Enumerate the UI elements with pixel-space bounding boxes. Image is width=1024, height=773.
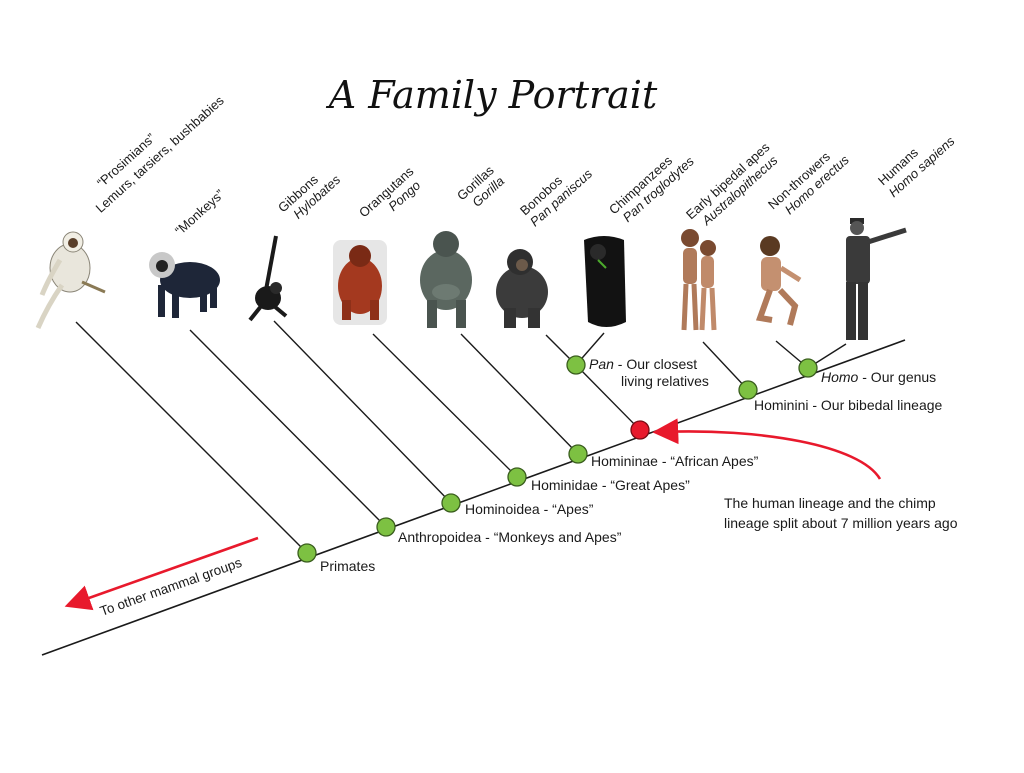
split-note-line2: lineage split about 7 million years ago: [724, 515, 958, 531]
taxon-label-prosimians: “Prosimians” Lemurs, tarsiers, bushbabie…: [93, 92, 227, 215]
node-pan: [566, 355, 586, 375]
node-hominini: [738, 380, 758, 400]
bonobo-icon: [496, 249, 548, 328]
label-homininae: Homininae - “African Apes”: [591, 453, 759, 469]
node-markers: [297, 355, 818, 563]
label-hominoidea: Hominoidea - “Apes”: [465, 501, 594, 517]
taxon-label-bonobos: Bonobos Pan paniscus: [517, 166, 595, 230]
label-homo: Homo - Our genus: [821, 369, 936, 385]
branch-monkeys: [189, 329, 387, 528]
label-pan: Pan - Our closest: [589, 356, 697, 372]
page-title: A Family Portrait: [326, 73, 658, 117]
label-primates: Primates: [320, 558, 375, 574]
split-note-line1: The human lineage and the chimp: [724, 495, 936, 511]
chimpanzee-icon: [584, 236, 626, 327]
taxon-label-early-bipedal: Early bipedal apes Australopithecus: [683, 139, 781, 229]
gorilla-icon: [420, 231, 472, 328]
label-anthropoidea: Anthropoidea - “Monkeys and Apes”: [398, 529, 622, 545]
taxon-common: “Monkeys”: [172, 186, 227, 238]
homo-erectus-icon: [755, 236, 802, 326]
node-primates: [297, 543, 317, 563]
branch-pan-stem: [575, 364, 641, 431]
node-homo: [798, 358, 818, 378]
taxon-label-non-throwers: Non-throwers Homo erectus: [765, 149, 852, 218]
taxon-label-orangutans: Orangutans Pongo: [356, 163, 423, 220]
branch-orangutans: [372, 333, 518, 478]
label-homo-desc: - Our genus: [858, 369, 936, 385]
node-split: [630, 420, 650, 440]
node-homininae: [568, 444, 588, 464]
node-anthropoidea: [376, 517, 396, 537]
lemur-icon: [35, 231, 106, 329]
node-labels: Primates Anthropoidea - “Monkeys and Ape…: [320, 356, 943, 574]
label-homo-genus: Homo: [821, 369, 859, 385]
label-hominidae: Hominidae - “Great Apes”: [531, 477, 690, 493]
node-hominoidea: [441, 493, 461, 513]
branch-early-bipedal: [702, 341, 749, 391]
gibbon-icon: [248, 235, 288, 322]
label-pan-genus: Pan: [589, 356, 614, 372]
label-hominini: Hominini - Our bibedal lineage: [754, 397, 943, 413]
branch-gorillas: [460, 333, 579, 455]
taxon-label-gibbons: Gibbons Hylobates: [275, 171, 344, 221]
taxon-label-monkeys: “Monkeys”: [172, 186, 227, 238]
label-pan-line2: living relatives: [621, 373, 709, 389]
orangutan-icon: [333, 240, 387, 325]
taxon-label-gorillas: Gorillas Gorilla: [454, 162, 507, 209]
taxon-label-humans: Humans Homo sapiens: [875, 133, 958, 200]
branch-gibbons: [273, 320, 452, 504]
monkey-icon: [149, 252, 220, 318]
split-arrow: [652, 418, 882, 480]
human-icon: [846, 218, 907, 340]
taxon-label-chimpanzees: Chimpanzees Pan troglodytes: [606, 153, 697, 225]
branch-prosimians: [75, 321, 308, 554]
other-groups-arrow: [64, 536, 259, 611]
node-hominidae: [507, 467, 527, 487]
branch-lines: [75, 320, 847, 554]
australopithecus-icon: [681, 229, 717, 331]
label-pan-desc: - Our closest: [614, 356, 697, 372]
main-lineage-line: [41, 339, 906, 656]
